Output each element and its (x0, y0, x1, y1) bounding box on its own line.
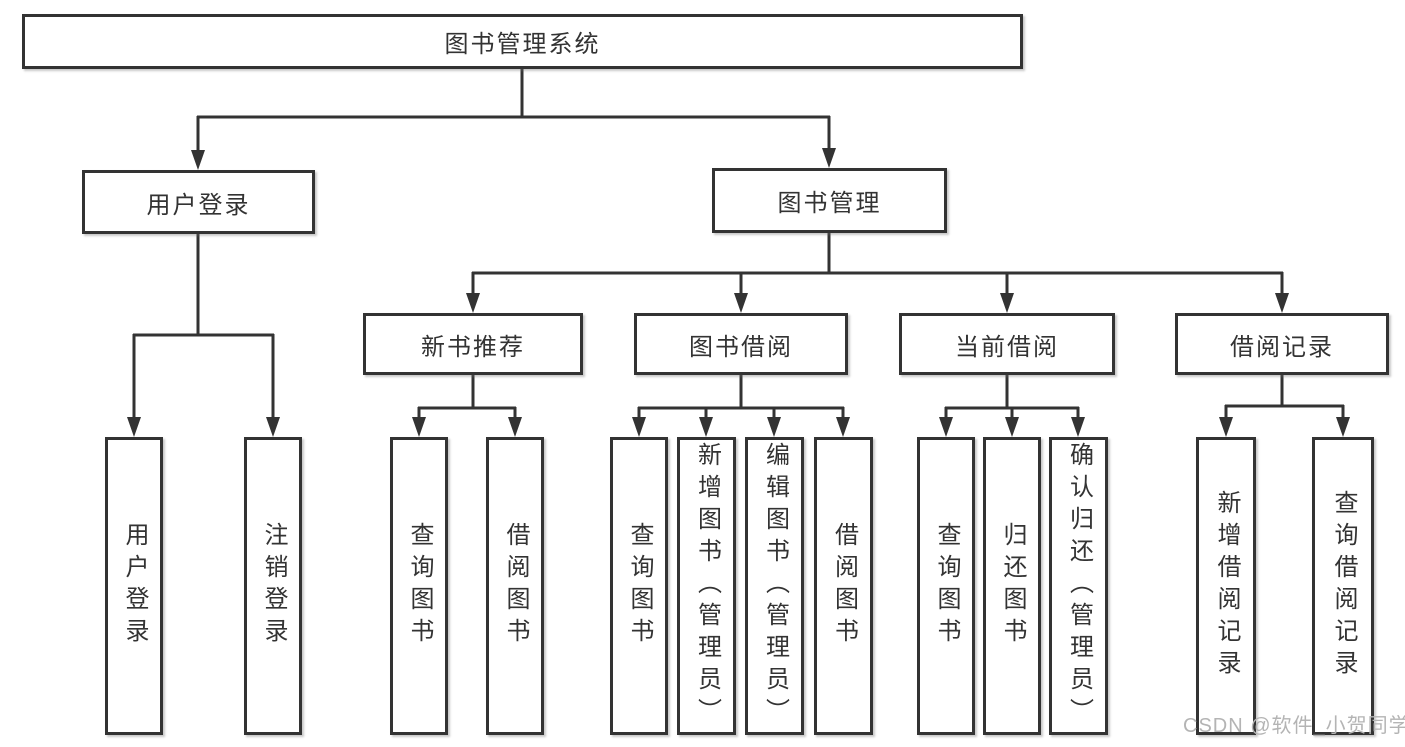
node-book-borrowing: 图书借阅 (634, 313, 848, 375)
node-user-login: 用户登录 (82, 170, 315, 234)
node-book-management-label: 图书管理 (777, 190, 882, 217)
node-user-login-label: 用户登录 (146, 191, 251, 219)
leaf-borrow-edit-books-admin-label: 编辑图书（管理员） (761, 442, 789, 730)
leaf-newbook-borrow-books: 借阅图书 (486, 437, 544, 735)
leaf-borrow-add-books-admin-label: 新增图书（管理员） (693, 442, 721, 730)
leaf-current-return-books-label: 归还图书 (999, 522, 1026, 650)
leaf-logout-login-label: 注销登录 (260, 522, 287, 650)
leaf-borrow-borrow-books: 借阅图书 (814, 437, 873, 735)
leaf-newbook-query-books: 查询图书 (390, 437, 448, 735)
node-book-borrowing-label: 图书借阅 (689, 333, 793, 361)
leaf-newbook-borrow-books-label: 借阅图书 (502, 522, 529, 650)
leaf-current-query-books: 查询图书 (917, 437, 975, 735)
leaf-record-add-borrow-record-label: 新增借阅记录 (1213, 490, 1240, 682)
leaf-borrow-query-books: 查询图书 (610, 437, 668, 735)
leaf-borrow-borrow-books-label: 借阅图书 (830, 522, 858, 650)
leaf-current-confirm-return-admin: 确认归还（管理员） (1049, 437, 1108, 735)
node-current-borrowing: 当前借阅 (899, 313, 1115, 375)
leaf-current-confirm-return-admin-label: 确认归还（管理员） (1065, 442, 1093, 730)
leaf-record-query-borrow-record: 查询借阅记录 (1312, 437, 1374, 735)
leaf-record-add-borrow-record: 新增借阅记录 (1196, 437, 1256, 735)
connector-path (132, 69, 1345, 421)
leaf-current-query-books-label: 查询图书 (933, 522, 960, 650)
node-new-book-recommend: 新书推荐 (363, 313, 583, 375)
leaf-current-return-books: 归还图书 (983, 437, 1041, 735)
leaf-user-login-label: 用户登录 (121, 522, 148, 650)
node-current-borrowing-label: 当前借阅 (955, 333, 1059, 361)
leaf-borrow-add-books-admin: 新增图书（管理员） (677, 437, 736, 735)
watermark: CSDN @软件_小贺同学 (1183, 715, 1405, 737)
node-new-book-recommend-label: 新书推荐 (421, 333, 525, 361)
node-root: 图书管理系统 (22, 14, 1023, 69)
leaf-record-query-borrow-record-label: 查询借阅记录 (1330, 490, 1357, 682)
node-root-label: 图书管理系统 (444, 31, 601, 58)
leaf-newbook-query-books-label: 查询图书 (406, 522, 433, 650)
leaf-logout-login: 注销登录 (244, 437, 302, 735)
node-borrowing-records: 借阅记录 (1175, 313, 1389, 375)
node-borrowing-records-label: 借阅记录 (1230, 333, 1334, 361)
leaf-borrow-query-books-label: 查询图书 (626, 522, 653, 650)
leaf-user-login: 用户登录 (105, 437, 163, 735)
leaf-borrow-edit-books-admin: 编辑图书（管理员） (745, 437, 804, 735)
node-book-management: 图书管理 (712, 168, 947, 233)
